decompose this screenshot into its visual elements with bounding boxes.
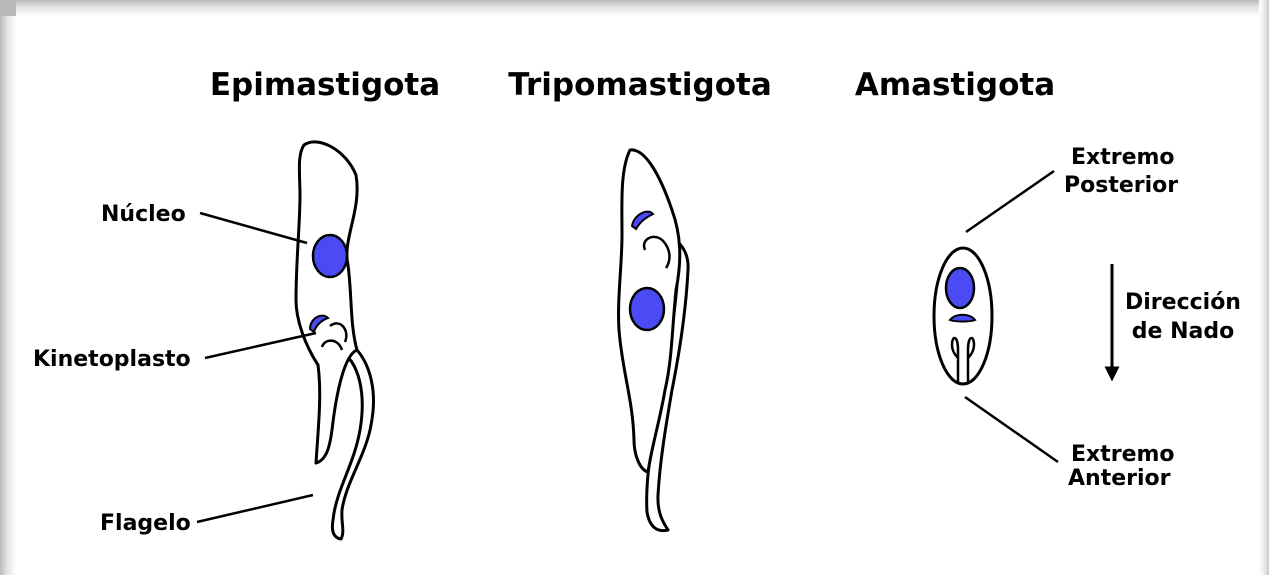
leader-extremo-posterior	[966, 171, 1054, 232]
leader-extremo-anterior	[965, 397, 1058, 462]
amastigota-kinetoplast	[950, 315, 975, 322]
title-amastigota: Amastigota	[855, 67, 1055, 103]
label-direccion-line1: Dirección	[1125, 290, 1241, 315]
label-extremo-posterior-line1: Extremo	[1071, 145, 1175, 170]
leader-nucleo	[200, 213, 307, 243]
amastigota-cell	[934, 248, 992, 384]
tripomastigota-nucleus	[630, 288, 664, 330]
leader-flagelo	[197, 495, 313, 522]
epimastigota-cell	[296, 142, 373, 539]
label-direccion-line2: de Nado	[1132, 319, 1234, 344]
label-flagelo: Flagelo	[100, 511, 191, 536]
label-extremo-posterior-line2: Posterior	[1064, 173, 1178, 198]
epimastigota-body	[296, 142, 357, 463]
title-tripomastigota: Tripomastigota	[508, 67, 772, 103]
label-extremo-anterior-line2: Anterior	[1068, 466, 1171, 491]
amastigota-nucleus	[946, 268, 974, 308]
label-nucleo: Núcleo	[101, 202, 186, 227]
leader-kinetoplasto	[205, 333, 316, 358]
title-epimastigota: Epimastigota	[210, 67, 440, 103]
tripomastigota-cell	[619, 150, 689, 531]
epimastigota-nucleus	[313, 235, 347, 277]
label-kinetoplasto: Kinetoplasto	[33, 347, 191, 372]
label-extremo-anterior-line1: Extremo	[1071, 442, 1175, 467]
